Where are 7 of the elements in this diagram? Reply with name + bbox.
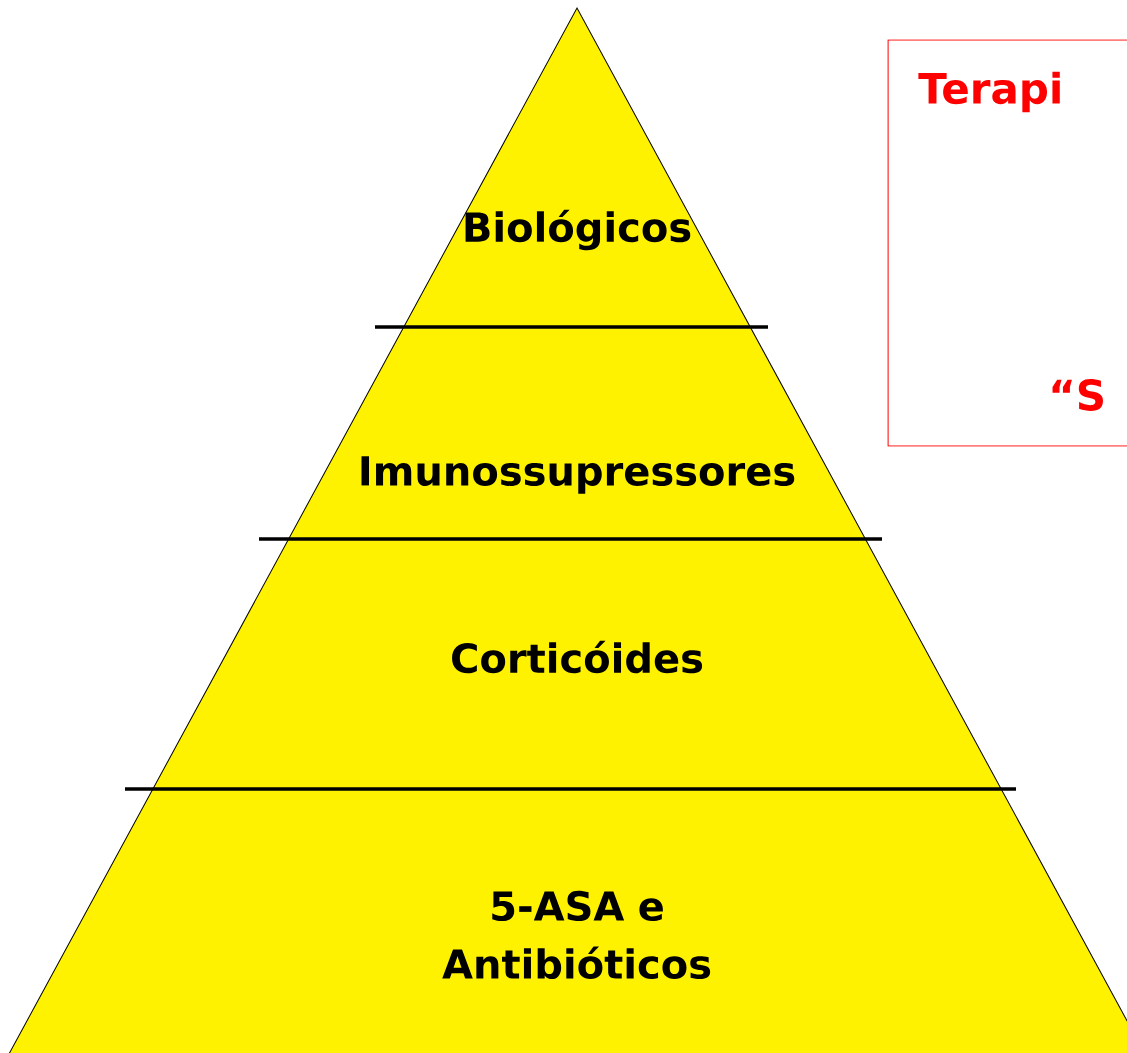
node-label: Imunossupressores [361,456,795,494]
text-box: Terapi “S [887,39,1127,447]
pyramid-level: Biológicos [398,8,756,337]
pyramid-level: Imunossupressores [283,327,871,549]
node-label: Biológicos [465,209,691,251]
node-label: Corticóides [452,640,703,674]
pyramid-level: Corticóides [147,539,1007,799]
